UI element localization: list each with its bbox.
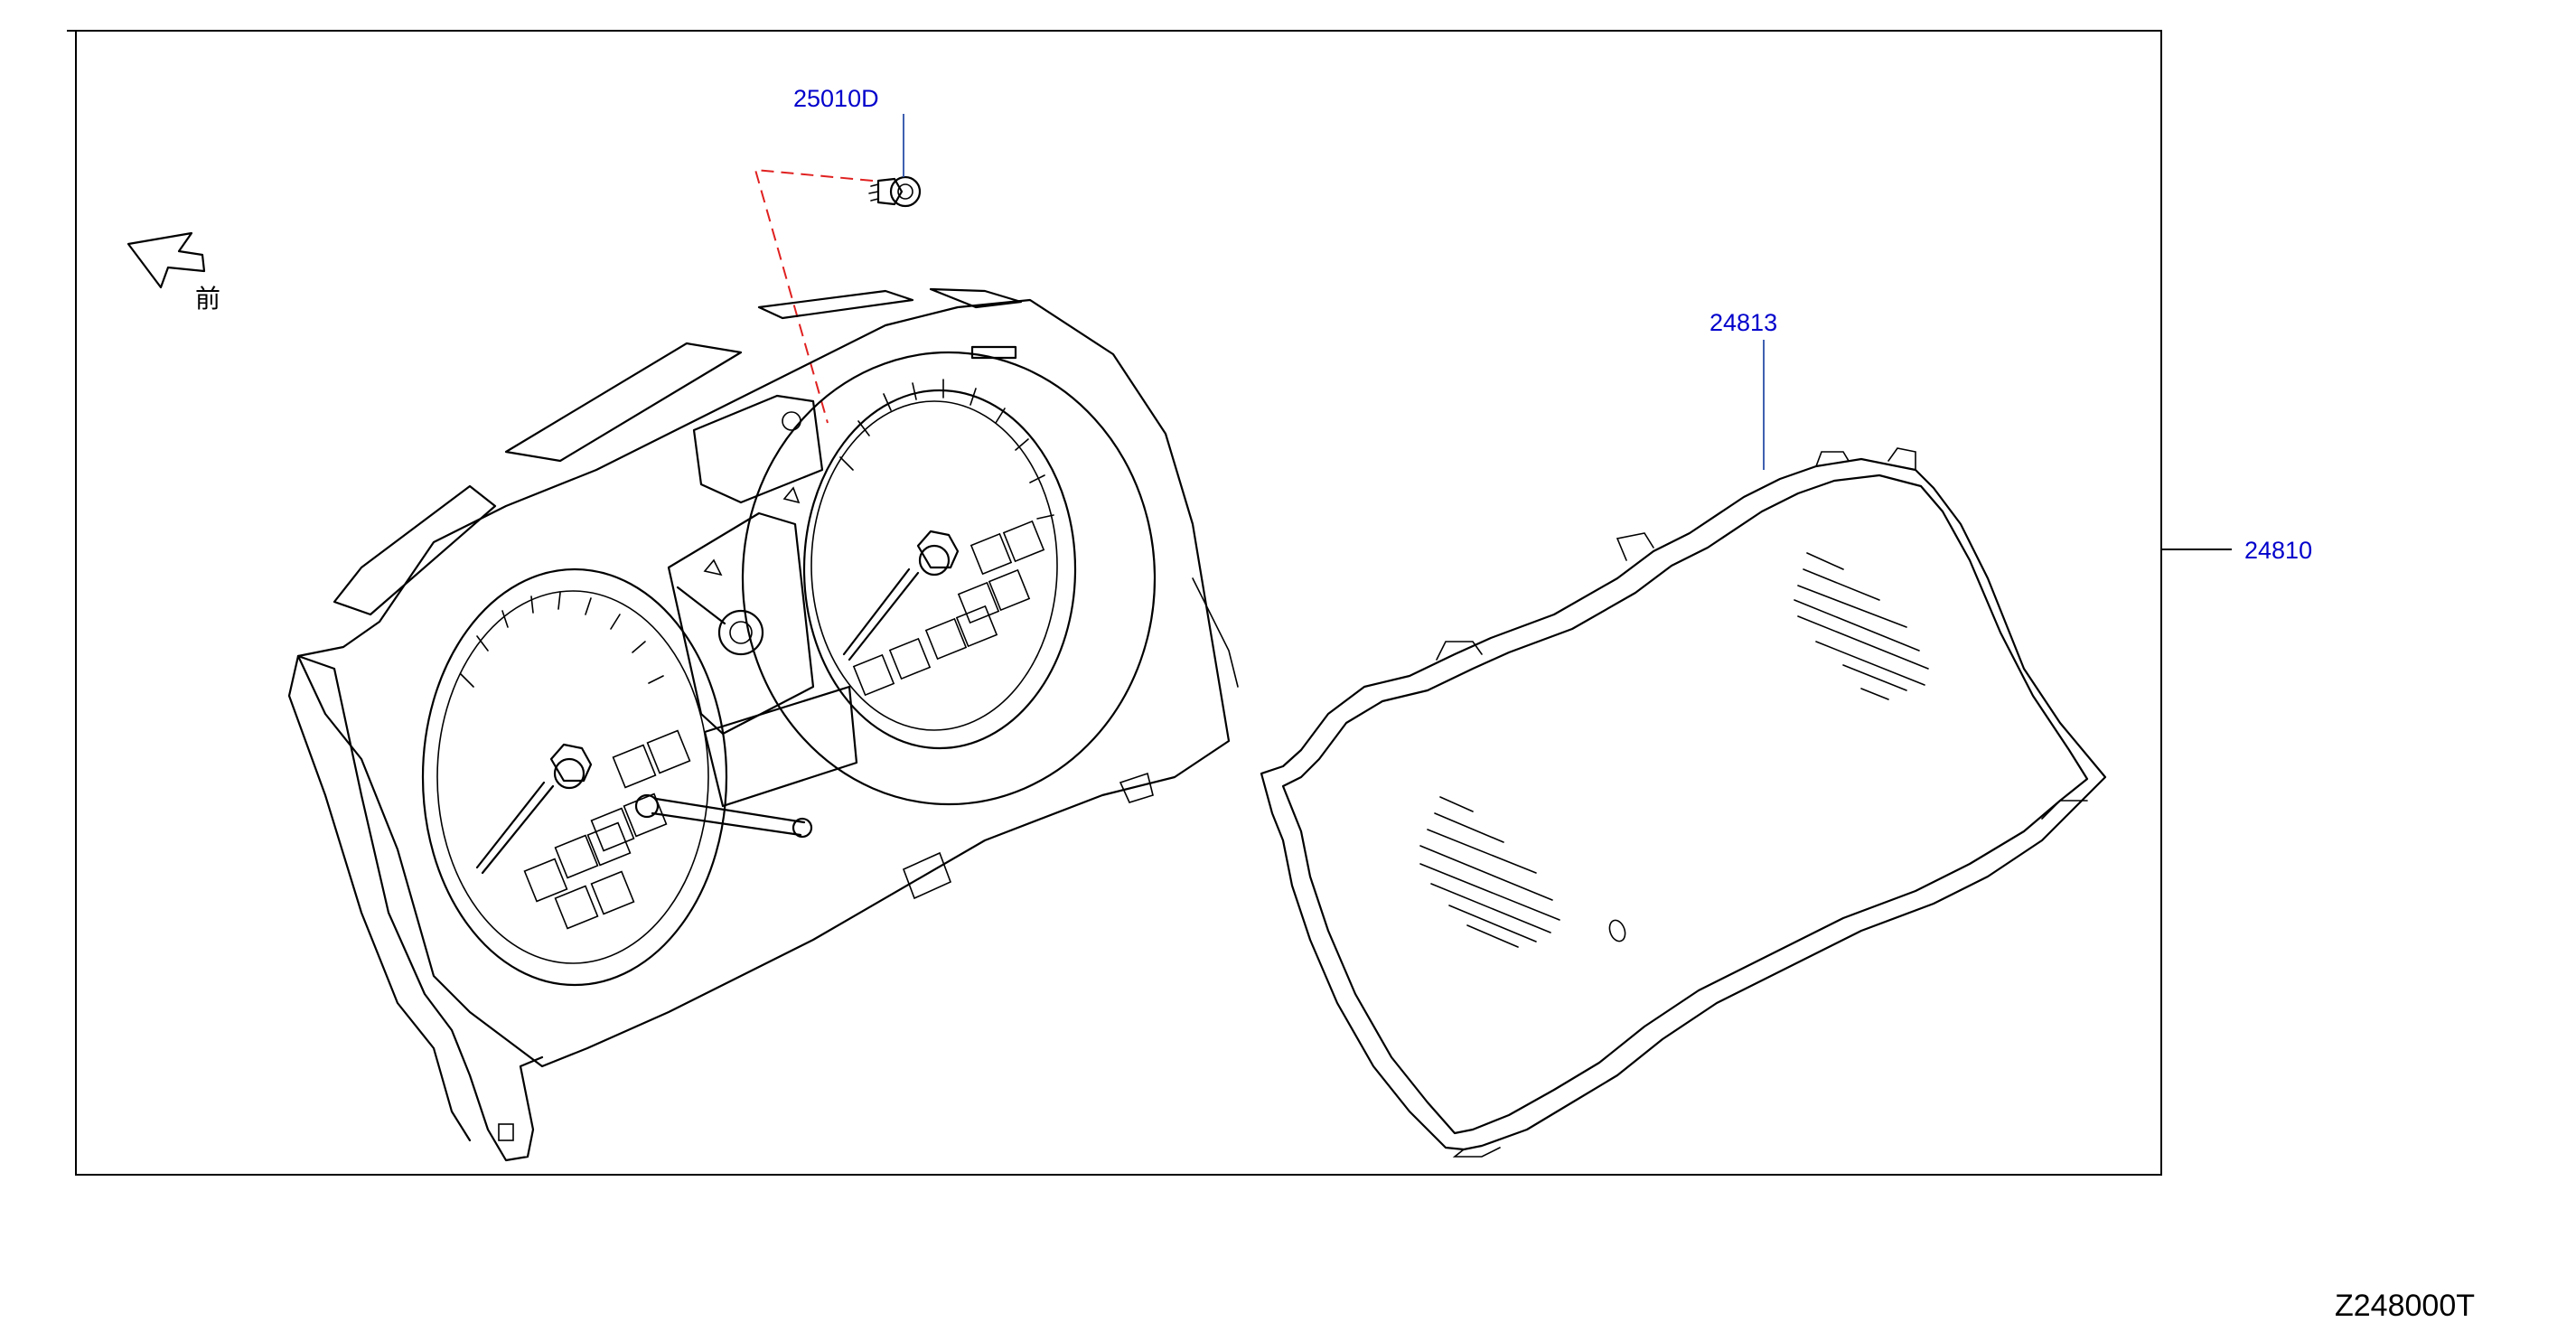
part-callout-24810[interactable]: 24810 (2244, 537, 2312, 564)
part-callout-25010d[interactable]: 25010D (793, 85, 879, 112)
cover-lens-drawing (1260, 447, 2107, 1158)
leader-lines (903, 114, 1765, 470)
screw-dashed-guide (754, 168, 874, 424)
assembly-frame (67, 30, 2232, 1176)
part-callout-24813[interactable]: 24813 (1710, 309, 1777, 336)
diagram-code: Z248000T (2335, 1289, 2475, 1323)
screw-icon (868, 175, 922, 208)
front-label: 前 (195, 284, 220, 314)
instrument-cluster-drawing (287, 287, 1239, 1162)
front-direction-arrow-icon (126, 231, 206, 289)
